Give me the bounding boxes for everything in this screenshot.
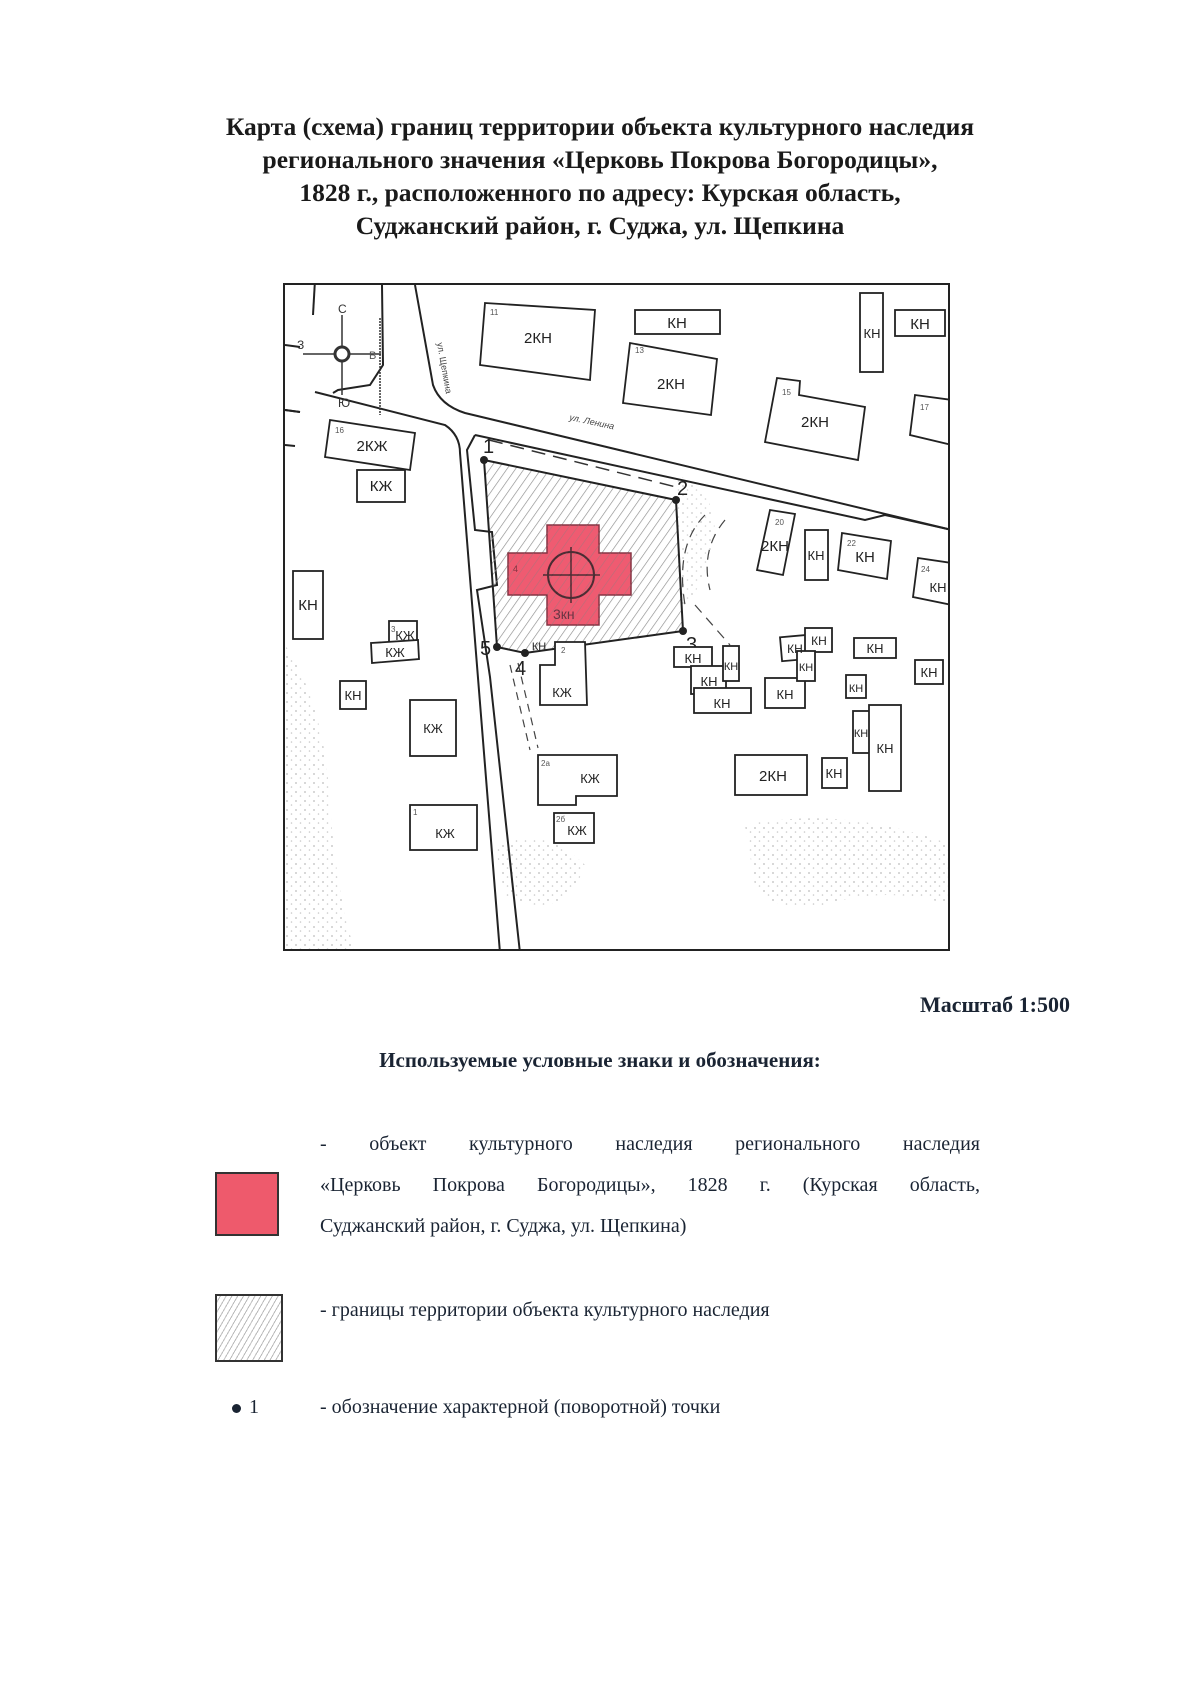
svg-text:3кн: 3кн (553, 606, 575, 622)
svg-text:КЖ: КЖ (552, 685, 572, 700)
turning-points (480, 456, 687, 657)
legend-point-text: - обозначение характерной (поворотной) т… (320, 1396, 721, 1418)
svg-text:17: 17 (920, 403, 929, 412)
svg-text:С: С (338, 302, 347, 316)
svg-text:2: 2 (561, 646, 566, 655)
title-line-2: регионального значения «Церковь Покрова … (262, 145, 938, 174)
vegetation-area (285, 645, 354, 949)
svg-text:КЖ: КЖ (580, 771, 600, 786)
svg-text:1: 1 (483, 436, 494, 458)
title-line-1: Карта (схема) границ территории объекта … (225, 112, 975, 141)
svg-text:24: 24 (921, 565, 930, 574)
svg-text:4: 4 (513, 564, 518, 574)
street-label-lenina: ул. Ленина (568, 412, 616, 431)
legend-title: Используемые условные знаки и обозначени… (379, 1048, 821, 1072)
point-2 (672, 496, 680, 504)
legend-object-swatch (215, 1172, 279, 1236)
svg-text:2КН: 2КН (761, 538, 789, 555)
svg-text:КН: КН (345, 688, 362, 703)
svg-text:КН: КН (921, 665, 938, 680)
svg-text:КН: КН (910, 316, 930, 333)
svg-text:20: 20 (775, 518, 784, 527)
legend-boundary-swatch (215, 1294, 283, 1362)
svg-text:15: 15 (782, 388, 791, 397)
svg-text:КН: КН (787, 642, 803, 656)
svg-text:КН: КН (685, 651, 702, 666)
svg-text:Ю: Ю (338, 396, 350, 410)
svg-text:КЖ: КЖ (423, 721, 443, 736)
svg-text:З: З (297, 338, 304, 352)
svg-text:2а: 2а (541, 759, 550, 768)
title-line-4: Суджанский район, г. Суджа, ул. Щепкина (355, 211, 845, 240)
svg-text:В: В (369, 350, 376, 362)
svg-text:3: 3 (686, 634, 697, 656)
church-object: 4 3кн (507, 524, 632, 626)
svg-text:КН: КН (532, 641, 546, 653)
boundary-map: С Ю З В ул. Щепкина ул. Ленина 4 3кн (283, 283, 950, 951)
svg-text:КН: КН (826, 766, 843, 781)
svg-text:КН: КН (867, 641, 884, 656)
compass-rose-icon (303, 315, 381, 415)
svg-text:КЖ: КЖ (370, 478, 393, 495)
building-labels: 2КН КН 2КН 2КН КН КН 2КЖ КЖ 2КН КН КН КН… (298, 315, 946, 841)
svg-text:КН: КН (864, 326, 881, 341)
svg-text:КН: КН (877, 741, 894, 756)
svg-text:3: 3 (391, 625, 396, 634)
svg-text:КН: КН (701, 674, 718, 689)
svg-text:2КЖ: 2КЖ (357, 438, 388, 455)
svg-text:4: 4 (515, 658, 526, 680)
point-dot-icon (232, 1403, 241, 1413)
point-5 (493, 643, 501, 651)
svg-text:КН: КН (298, 597, 318, 614)
svg-text:22: 22 (847, 539, 856, 548)
svg-text:5: 5 (480, 638, 491, 660)
point-1 (480, 456, 488, 464)
svg-text:2КН: 2КН (657, 376, 685, 393)
svg-text:КЖ: КЖ (395, 628, 415, 643)
svg-text:КН: КН (930, 580, 947, 595)
svg-text:КН: КН (777, 687, 794, 702)
legend-point-symbol: 1 (232, 1396, 259, 1419)
document-title: Карта (схема) границ территории объекта … (150, 110, 1050, 242)
legend-object-text: - объект культурного наследия региональн… (320, 1133, 980, 1237)
point-3 (679, 627, 687, 635)
svg-text:КЖ: КЖ (567, 823, 587, 838)
street-label-shchepkina: ул. Щепкина (435, 342, 454, 395)
svg-text:КН: КН (799, 662, 813, 674)
legend-boundary-text: - границы территории объекта культурного… (320, 1299, 770, 1321)
svg-text:КН: КН (667, 315, 687, 332)
point-4 (521, 649, 529, 657)
svg-text:2КН: 2КН (524, 330, 552, 347)
svg-text:2КН: 2КН (759, 768, 787, 785)
building-numbers: 11 13 15 17 16 20 22 24 3 2 2а 1 2б (335, 308, 930, 824)
svg-text:КН: КН (724, 661, 738, 673)
svg-text:КЖ: КЖ (435, 826, 455, 841)
buildings (292, 292, 948, 851)
svg-text:КН: КН (808, 548, 825, 563)
svg-text:1: 1 (413, 808, 418, 817)
svg-text:КН: КН (849, 683, 863, 695)
svg-text:11: 11 (490, 308, 499, 317)
svg-text:2: 2 (677, 478, 688, 500)
svg-text:КН: КН (811, 634, 827, 648)
svg-text:КЖ: КЖ (385, 645, 405, 660)
svg-text:2КН: 2КН (801, 414, 829, 431)
svg-text:КН: КН (714, 696, 731, 711)
svg-text:КН: КН (854, 728, 868, 740)
map-scale: Масштаб 1:500 (919, 992, 1070, 1017)
svg-text:13: 13 (635, 346, 644, 355)
svg-text:2б: 2б (556, 815, 565, 824)
svg-text:КН: КН (855, 549, 875, 566)
svg-text:16: 16 (335, 426, 344, 435)
title-line-3: 1828 г., расположенного по адресу: Курск… (299, 178, 901, 207)
